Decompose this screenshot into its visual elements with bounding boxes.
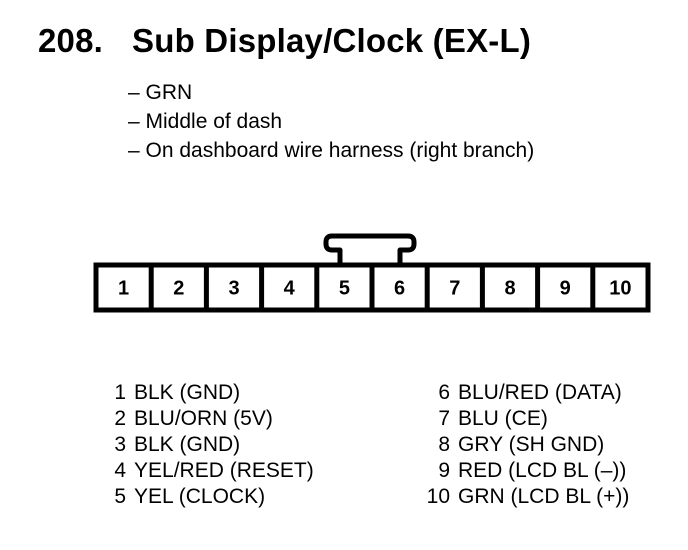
pin-number: 10 [426,485,450,508]
pin-row: 1 BLK (GND) [96,380,314,406]
note-color: – GRN [128,81,193,104]
pin-description: BLK (GND) [134,381,241,404]
pin-description: BLU (CE) [458,407,548,430]
pin-number: 5 [114,485,126,508]
connector-pin-label: 3 [228,278,239,300]
connector-pin-label: 10 [609,278,631,300]
pin-row: 6 BLU/RED (DATA) [420,380,629,406]
pin-row: 3 BLK (GND) [96,432,314,458]
pin-number: 6 [438,381,450,404]
connector-pin-label: 2 [173,278,184,300]
pin-row: 9 RED (LCD BL (–)) [420,458,629,484]
pin-description: GRY (SH GND) [458,433,605,456]
pinout-left-column: 1 BLK (GND) 2 BLU/ORN (5V) 3 BLK (GND) 4… [96,380,314,510]
pin-row: 10 GRN (LCD BL (+)) [420,484,630,510]
pin-description: GRN (LCD BL (+)) [458,485,630,508]
pin-number: 9 [438,459,450,482]
pin-number: 1 [114,381,126,404]
connector-notes: – GRN – Middle of dash – On dashboard wi… [128,78,534,165]
pin-row: 4 YEL/RED (RESET) [96,458,314,484]
note-location: – Middle of dash [128,110,283,133]
pin-number: 2 [114,407,126,430]
connector-pin-label: 6 [394,278,405,300]
pin-description: YEL/RED (RESET) [134,459,314,482]
pin-description: RED (LCD BL (–)) [458,459,627,482]
pin-number: 4 [114,459,126,482]
connector-lock-tab [323,233,417,265]
note-harness: – On dashboard wire harness (right branc… [128,139,535,162]
connector-pin-label: 9 [560,278,571,300]
pin-number: 3 [114,433,126,456]
pin-row: 7 BLU (CE) [420,406,629,432]
connector-pin-label: 4 [284,278,296,300]
connector-pin-label: 5 [339,278,350,300]
pin-description: YEL (CLOCK) [134,485,266,508]
pin-number: 7 [438,407,450,430]
pin-description: BLK (GND) [134,433,241,456]
pin-row: 8 GRY (SH GND) [420,432,629,458]
connector-pin-label: 7 [449,278,460,300]
pin-number: 8 [438,433,450,456]
pin-description: BLU/ORN (5V) [134,407,273,430]
page-title: 208. Sub Display/Clock (EX-L) [38,22,531,60]
item-number: 208. [38,22,104,59]
pinout-right-column: 6 BLU/RED (DATA) 7 BLU (CE) 8 GRY (SH GN… [420,380,630,510]
connector-pin-label: 1 [118,278,129,300]
pin-row: 2 BLU/ORN (5V) [96,406,314,432]
item-title: Sub Display/Clock (EX-L) [132,22,532,59]
pin-description: BLU/RED (DATA) [458,381,622,404]
pin-row: 5 YEL (CLOCK) [96,484,314,510]
connector-pin-label: 8 [504,278,515,300]
